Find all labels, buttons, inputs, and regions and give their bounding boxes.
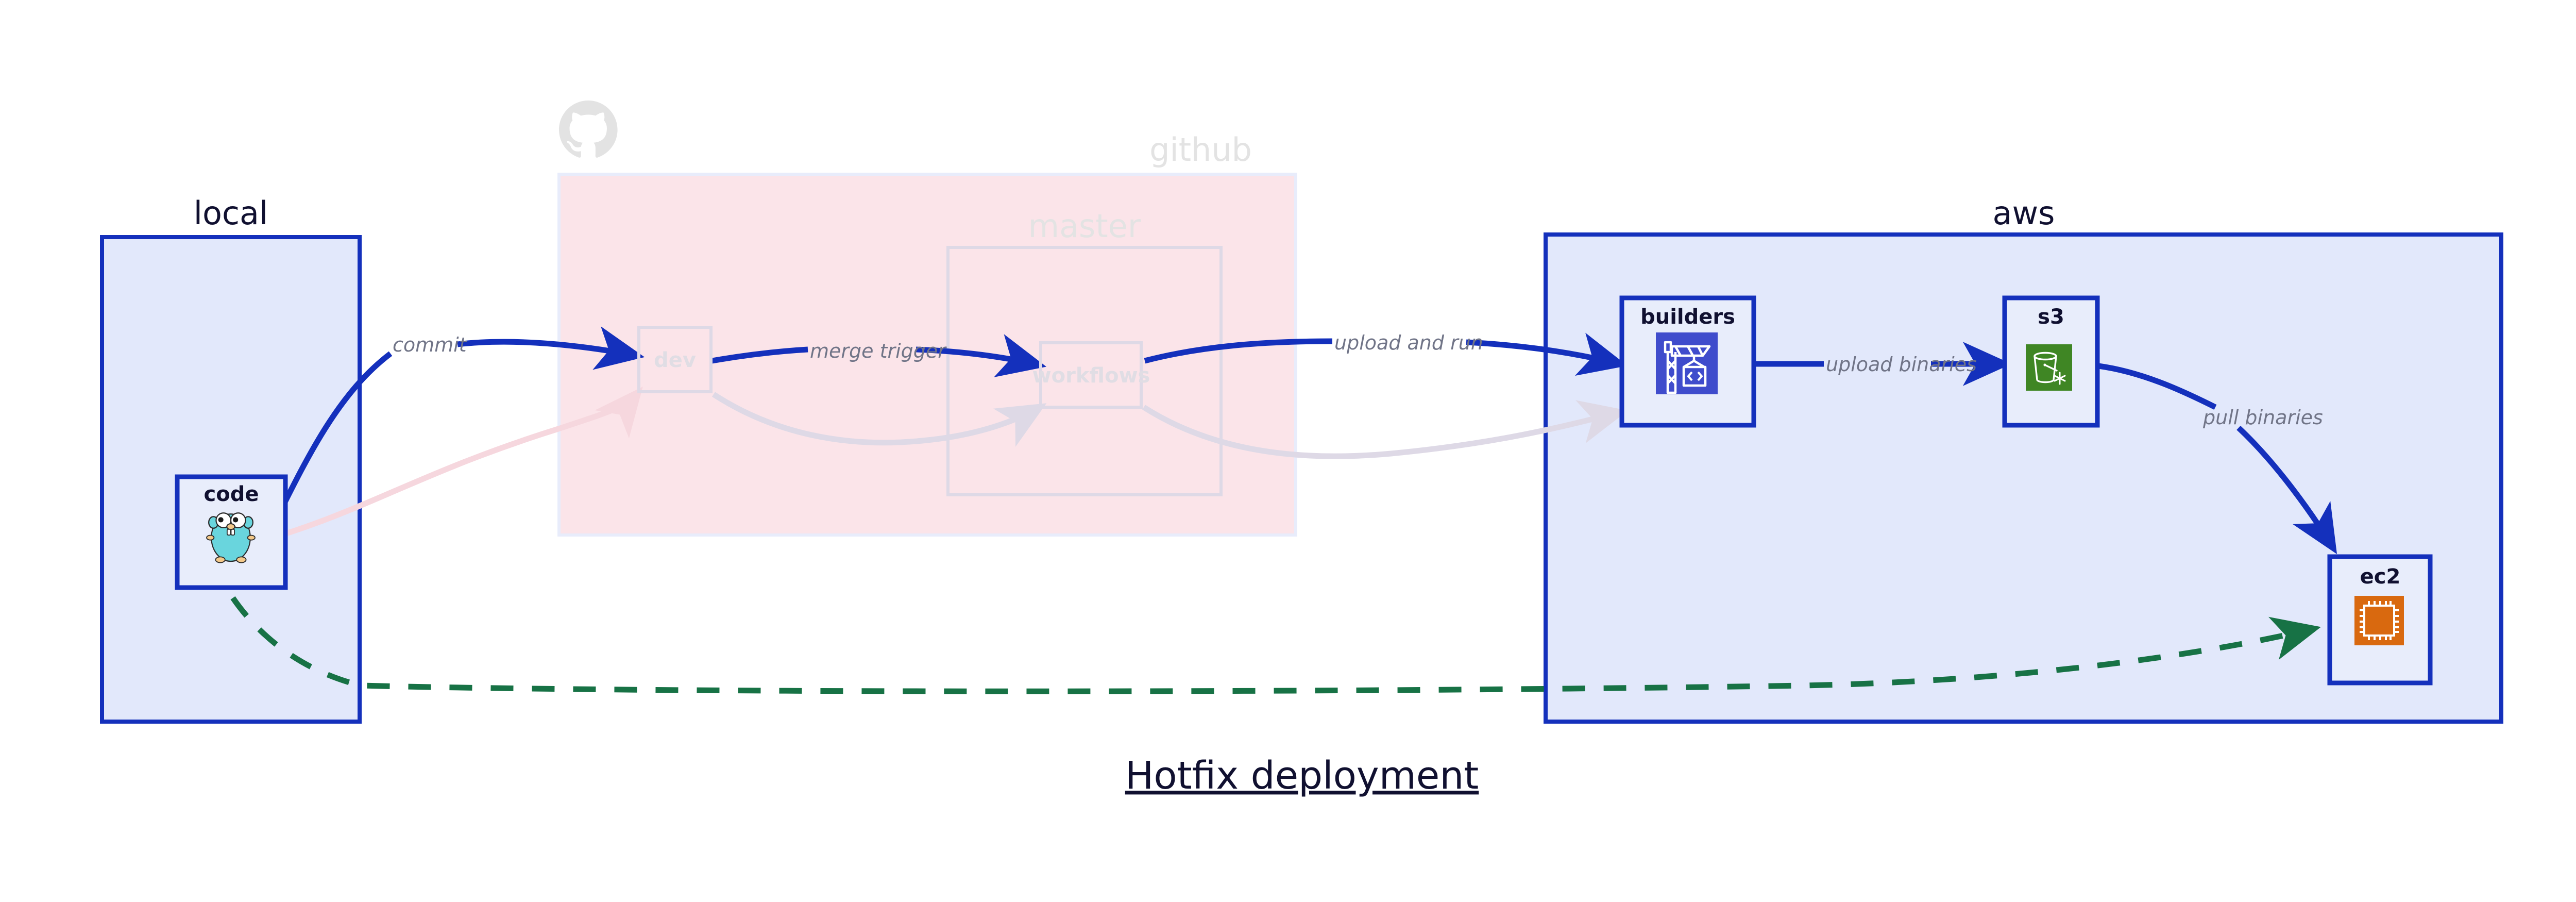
node-code-label: code	[204, 482, 259, 506]
local-group-label: local	[194, 194, 268, 232]
node-dev[interactable]: dev	[637, 326, 713, 393]
node-workflows-box[interactable]	[1039, 341, 1143, 409]
edge-merge-trigger: merge trigger	[711, 334, 1047, 377]
edge-faded-code-dev	[241, 387, 643, 549]
node-dev-label: dev	[654, 348, 696, 372]
edge-label-merge-trigger: merge trigger	[810, 340, 947, 362]
node-ec2[interactable]: ec2	[2327, 554, 2433, 686]
edge-commit: commit	[276, 326, 645, 517]
s3-bucket-icon	[2026, 344, 2072, 391]
gopher-icon	[206, 512, 256, 563]
github-group-label: github	[1149, 131, 1252, 169]
edge-uploadrun-path-left	[1144, 338, 1333, 364]
codebuild-icon	[1656, 332, 1718, 394]
edge-label-commit: commit	[393, 333, 468, 356]
node-s3[interactable]: s3	[2002, 295, 2100, 428]
edge-upload-binaries: upload binaries	[1755, 342, 2012, 386]
master-group-label: master	[1028, 207, 1141, 245]
node-code[interactable]: code	[175, 474, 288, 590]
group-github: github	[557, 131, 1297, 537]
edge-label-pull-binaries: pull binaries	[2202, 406, 2323, 429]
node-workflows[interactable]: workflows	[1032, 341, 1150, 409]
edge-upload-and-run: upload and run	[1144, 331, 1628, 376]
edge-commit-path-right	[457, 326, 645, 370]
edge-commit-path-left	[276, 351, 393, 517]
node-builders[interactable]: builders	[1619, 295, 1756, 428]
edge-pullbin-path-bottom	[2236, 425, 2337, 555]
master-group-box	[946, 246, 1223, 496]
github-octocat-icon	[559, 101, 618, 158]
edge-label-upload-and-run: upload and run	[1334, 331, 1483, 354]
node-s3-label: s3	[2038, 305, 2064, 329]
edge-uploadrun-path-right	[1466, 332, 1628, 376]
group-master: master	[946, 207, 1223, 496]
edge-merge-path-left	[711, 346, 808, 364]
edge-merge-path-right	[916, 334, 1047, 377]
node-builders-label: builders	[1640, 305, 1735, 329]
edge-label-upload-binaries: upload binaries	[1826, 353, 1977, 376]
edge-hotfix-direct-dashed	[230, 596, 2321, 694]
group-local: local	[100, 194, 362, 724]
edge-pullbin-path-top	[2098, 363, 2217, 410]
node-dev-box[interactable]	[637, 326, 713, 393]
edge-faded-dev-workflows	[711, 392, 1047, 447]
edge-pull-binaries: pull binaries	[2098, 363, 2337, 555]
edge-faded-workflows-builders	[1142, 400, 1628, 459]
node-ec2-label: ec2	[2360, 565, 2401, 589]
node-workflows-label: workflows	[1032, 364, 1150, 388]
page-title: Hotfix deployment	[1125, 754, 1479, 798]
aws-group-label: aws	[1992, 194, 2055, 232]
ec2-chip-icon	[2354, 596, 2404, 645]
